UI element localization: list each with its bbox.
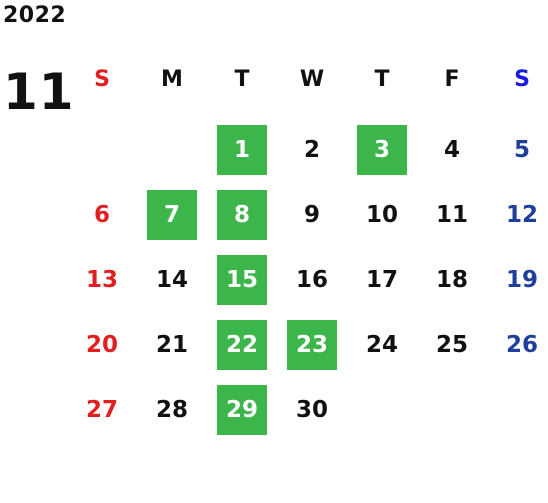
calendar-day[interactable]: 9 [303,202,320,228]
calendar-day-highlighted[interactable]: 15 [217,255,267,305]
calendar-day[interactable]: 17 [365,267,398,293]
calendar-day-highlighted[interactable]: 23 [287,320,337,370]
calendar-day[interactable]: 12 [505,202,538,228]
calendar-day[interactable]: 28 [155,397,188,423]
calendar-year: 2022 [3,3,67,28]
calendar-day[interactable]: 14 [155,267,188,293]
calendar-day[interactable]: 20 [85,332,118,358]
calendar-day[interactable]: 19 [505,267,538,293]
calendar-day[interactable]: 18 [435,267,468,293]
calendar-day-highlighted[interactable]: 1 [217,125,267,175]
calendar-day[interactable]: 10 [365,202,398,228]
calendar-day-highlighted[interactable]: 22 [217,320,267,370]
calendar-day-highlighted[interactable]: 7 [147,190,197,240]
calendar-day[interactable]: 4 [443,137,460,163]
calendar-day[interactable]: 30 [295,397,328,423]
weekday-header: S [514,66,530,92]
calendar-day-highlighted[interactable]: 3 [357,125,407,175]
weekday-header: M [161,66,183,92]
weekday-header: T [374,66,390,92]
calendar-day[interactable]: 13 [85,267,118,293]
calendar-day[interactable]: 25 [435,332,468,358]
calendar-day[interactable]: 2 [303,137,320,163]
weekday-header: F [444,66,460,92]
calendar-day[interactable]: 11 [435,202,468,228]
weekday-header: W [299,66,325,92]
calendar-day[interactable]: 24 [365,332,398,358]
calendar-day-highlighted[interactable]: 8 [217,190,267,240]
calendar-month: 11 [3,63,75,121]
calendar-day-highlighted[interactable]: 29 [217,385,267,435]
calendar-day[interactable]: 26 [505,332,538,358]
weekday-header: S [94,66,110,92]
calendar-day[interactable]: 27 [85,397,118,423]
calendar-day[interactable]: 5 [513,137,530,163]
calendar-day[interactable]: 16 [295,267,328,293]
calendar-day[interactable]: 6 [93,202,110,228]
weekday-header: T [234,66,250,92]
calendar-day[interactable]: 21 [155,332,188,358]
